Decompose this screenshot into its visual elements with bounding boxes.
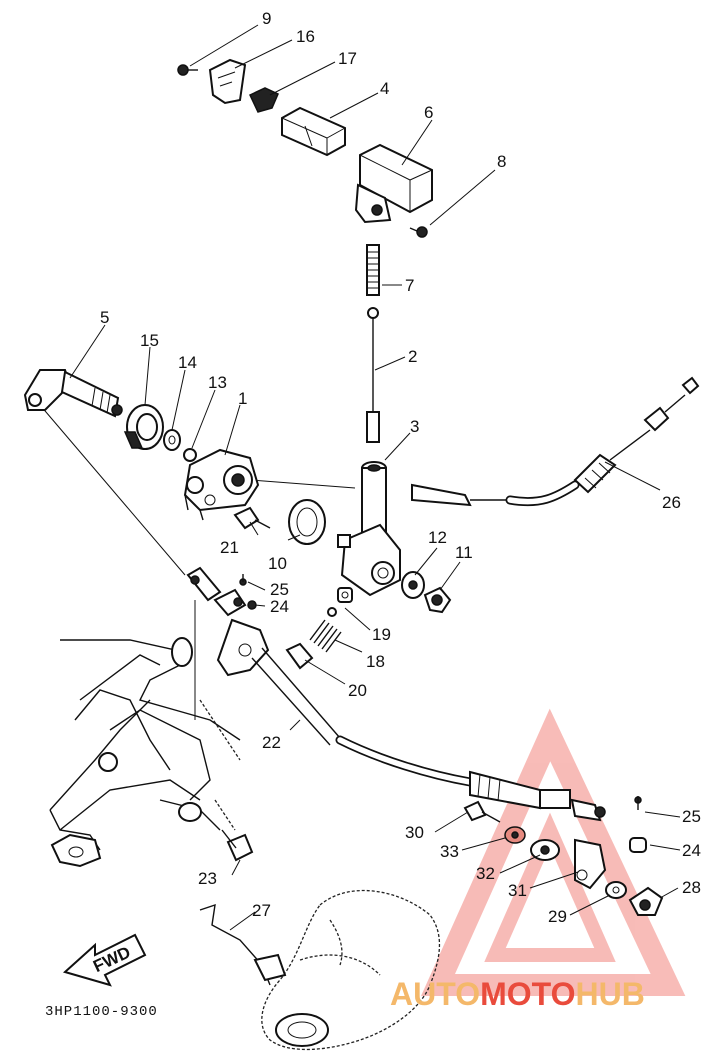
drawing-code: 3HP1100-9300 <box>45 1004 158 1020</box>
callout-12: 12 <box>428 528 447 547</box>
part-21-bolt <box>233 506 271 530</box>
part-31-arm <box>574 838 607 890</box>
callout-26: 26 <box>662 493 681 512</box>
part-15-seal <box>123 404 164 450</box>
callout-31: 31 <box>508 881 527 900</box>
part-13-oring <box>183 448 197 462</box>
callout-25-right: 25 <box>682 807 701 826</box>
part-14-washer <box>163 429 181 451</box>
part-10-seal <box>288 499 326 545</box>
callout-2: 2 <box>408 347 417 366</box>
part-25-clip-right <box>634 796 642 810</box>
part-2-rod <box>366 307 380 443</box>
callout-18: 18 <box>366 652 385 671</box>
watermark-triangle <box>421 708 686 996</box>
part-12-washer <box>401 571 425 599</box>
part-16-bracket <box>208 58 247 105</box>
part-9-screw <box>177 64 198 76</box>
callout-28: 28 <box>682 878 701 897</box>
callout-leaders <box>69 24 681 931</box>
part-27-bracket <box>199 903 287 986</box>
part-32-collar <box>530 839 560 861</box>
part-6-lever-housing <box>354 143 433 238</box>
part-1-pivot <box>183 448 260 521</box>
callout-15: 15 <box>140 331 159 350</box>
callout-25-left: 25 <box>270 580 289 599</box>
part-23-bolt <box>221 829 254 862</box>
part-30-bolt <box>463 800 501 823</box>
part-29-bushing <box>605 881 627 899</box>
part-18-spring <box>309 607 342 653</box>
engine-outline <box>261 889 441 1051</box>
callout-21: 21 <box>220 538 239 557</box>
part-11-nut <box>423 586 452 614</box>
cable-lower <box>335 735 606 822</box>
part-24-pin-right <box>629 837 647 853</box>
callout-5: 5 <box>100 308 109 327</box>
callout-numbers: 9 16 17 4 6 8 7 2 3 5 15 14 13 1 21 10 2… <box>100 9 701 926</box>
cable-upper <box>411 376 700 507</box>
callout-17: 17 <box>338 49 357 68</box>
watermark: AUTOMOTOHUB <box>390 976 645 1012</box>
callout-8: 8 <box>497 152 506 171</box>
part-7-threaded-rod <box>366 244 380 296</box>
part-17-block <box>249 87 279 113</box>
callout-13: 13 <box>208 373 227 392</box>
callout-24-left: 24 <box>270 597 289 616</box>
callout-9: 9 <box>262 9 271 28</box>
callout-24-right: 24 <box>682 841 701 860</box>
callout-1: 1 <box>238 389 247 408</box>
callout-23: 23 <box>198 869 217 888</box>
callout-14: 14 <box>178 353 197 372</box>
part-20-cap <box>285 642 314 670</box>
callout-4: 4 <box>380 79 389 98</box>
leader-lines <box>39 404 356 720</box>
part-5-shaft <box>23 369 123 418</box>
pedal-frame <box>49 637 241 868</box>
callout-30: 30 <box>405 823 424 842</box>
part-3-shift-lever <box>337 461 401 597</box>
callout-22: 22 <box>262 733 281 752</box>
part-4-rubber <box>281 106 346 157</box>
part-22-rod <box>186 566 341 746</box>
callout-19: 19 <box>372 625 391 644</box>
callout-3: 3 <box>410 417 419 436</box>
fwd-arrow-icon: FWD <box>62 933 147 987</box>
callout-20: 20 <box>348 681 367 700</box>
callout-16: 16 <box>296 27 315 46</box>
callout-7: 7 <box>405 276 414 295</box>
callout-29: 29 <box>548 907 567 926</box>
watermark-text: AUTOMOTOHUB <box>390 976 645 1012</box>
callout-10: 10 <box>268 554 287 573</box>
part-33-washer <box>504 826 526 844</box>
part-28-cap <box>628 886 664 916</box>
part-19-plug <box>337 587 353 603</box>
callout-33: 33 <box>440 842 459 861</box>
callout-11: 11 <box>455 543 473 562</box>
callout-32: 32 <box>476 864 495 883</box>
callout-6: 6 <box>424 103 433 122</box>
callout-27: 27 <box>252 901 271 920</box>
